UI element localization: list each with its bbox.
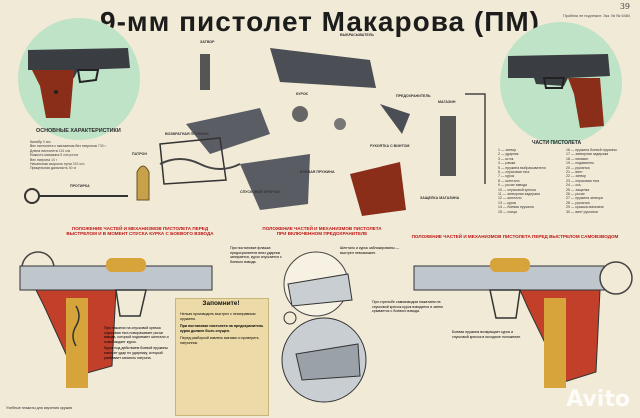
pistol-circle-right [500, 22, 622, 144]
note-paragraph: Боевая пружина возвращает курок и спуско… [452, 330, 522, 339]
specs-row: Начальная скорость пули 315 м/с [30, 162, 85, 167]
parts-list-a: 1 — затвор 2 — ударник 3 — шток 4 — рамк… [498, 148, 560, 214]
list-item: 18 — магазин [566, 156, 589, 161]
label-safety: Предохранитель [396, 94, 431, 98]
list-item: 22 — затвор [566, 174, 587, 179]
label-lever-spring: Боевая пружина [300, 170, 335, 174]
specs-heading: Основные характеристики [36, 128, 121, 134]
warning-box [175, 298, 269, 416]
list-item: 15 — спица [498, 209, 517, 214]
list-item: 17 — затворная задержка [566, 152, 609, 157]
section-left-title: Положение частей и механизмов пистолета … [66, 226, 214, 237]
list-item: 4 — рамка [498, 161, 516, 166]
list-item: 10 — спусковой крючок [498, 187, 536, 192]
poster-title: 9-мм пистолет Макарова (ПМ) [100, 6, 540, 37]
list-item: 1 — затвор [498, 148, 517, 152]
avito-watermark: Avito [566, 387, 630, 412]
list-item: 30 — винт рукоятки [566, 209, 598, 214]
list-item: 29 — крышка магазина [566, 205, 604, 210]
label-slide: Затвор [200, 40, 215, 44]
label-grip: Рукоятка с винтом [370, 144, 410, 148]
middle-zoom-illustration [281, 251, 367, 403]
list-item: 7 — курок [498, 174, 515, 179]
cutaway-right-illustration [413, 258, 633, 388]
warning-title: Запомните! [202, 300, 240, 307]
section-right-title: Положение частей и механизмов пистолета … [411, 234, 619, 239]
list-item: 6 — спусковая тяга [498, 170, 530, 175]
label-hammer: Курок [296, 92, 308, 96]
list-item: 19 — подаватель [566, 161, 595, 166]
list-item: 26 — рычаг [566, 192, 585, 197]
list-item: 12 — шептало [498, 196, 522, 201]
label-trigger: Спусковой крючок [240, 190, 280, 194]
specs-row: Вес пистолета с магазином без патронов 7… [30, 144, 106, 149]
list-item: 14 — боевая пружина [498, 205, 534, 210]
list-item: 20 — рукоятка [566, 165, 590, 170]
warning-text: Нельзя производить выстрел с неисправным… [180, 312, 264, 346]
list-item: 3 — шток [498, 156, 514, 161]
list-item: 2 — ударник [498, 152, 519, 157]
cleaning-rod-icon [24, 188, 128, 204]
notes-right: При стрельбе самовзводом нажатием на спу… [372, 300, 446, 314]
label-rod: Протирка [70, 184, 90, 188]
exploded-parts-illustration [159, 48, 486, 216]
warning-paragraph: Перед разборкой извлечь магазин и провер… [180, 336, 259, 345]
list-item: 16 — пружина боевой пружины [566, 148, 618, 152]
corner-note: 39 [619, 2, 630, 11]
list-item: 11 — затворная задержка [498, 192, 540, 197]
list-item: 5 — пружина выбрасывателя [498, 165, 546, 170]
label-frame-spring: Возвратная пружина [165, 132, 209, 136]
specs-row: Прицельная дальность 50 м [30, 166, 77, 171]
parts-heading: Части пистолета [532, 140, 582, 146]
list-item: 27 — пружина затвора [566, 196, 603, 201]
warning-paragraph: Нельзя производить выстрел с неисправным… [180, 312, 256, 321]
section-middle-title: Положение частей и механизмов пистолета … [262, 226, 382, 237]
list-item: 13 — курок [498, 200, 517, 205]
list-item: 23 — спусковая тяга [566, 178, 600, 183]
note-paragraph: При постановке флажка предохранителя вни… [230, 246, 282, 264]
note-paragraph: Шептало и курок заблокированы — выстрел … [340, 246, 400, 255]
list-item: 8 — шептало [498, 178, 520, 183]
top-right-note: Пробник не подлежит. Экз. № № 6484 [563, 14, 630, 18]
list-item: 28 — рукоятка [566, 200, 590, 205]
notes-left: При нажатии на спусковой крючок спускова… [104, 326, 172, 360]
specs-row: Калибр 9 мм [30, 140, 51, 144]
pistol-right-illustration [508, 54, 610, 128]
pistol-circle-left [18, 18, 140, 140]
note-paragraph: При нажатии на спусковой крючок спускова… [104, 326, 169, 344]
label-magazine: Магазин [438, 100, 456, 104]
specs-row: Длина пистолета 161 мм [30, 148, 71, 153]
parts-list-b: 16 — пружина боевой пружины 17 — затворн… [566, 148, 636, 214]
cartridge-icon [136, 165, 150, 201]
list-item: 21 — винт [566, 170, 583, 175]
note-paragraph: При стрельбе самовзводом нажатием на спу… [372, 300, 443, 314]
label-catch: Защелка магазина [420, 196, 460, 200]
cutaway-left-illustration [19, 251, 213, 388]
specs-row: Емкость магазина 8 патронов [30, 153, 79, 158]
label-barrel: Выбрасыватель [340, 33, 374, 37]
list-item: 9 — рычаг взвода [498, 183, 527, 188]
footer-left: Учебные плакаты для изучения оружия [6, 406, 73, 410]
label-cartridge: Патрон [132, 152, 147, 156]
notes-middle: При постановке флажка предохранителя вни… [230, 246, 286, 264]
specs-row: Вес патрона 10 г [30, 157, 58, 162]
pistol-left-illustration [28, 48, 130, 118]
warning-paragraph: При постановке пистолета на предохраните… [180, 324, 264, 333]
notes-middle-right: Шептало и курок заблокированы — выстрел … [340, 246, 402, 255]
specs-table: Калибр 9 мм Вес пистолета с магазином бе… [30, 140, 122, 171]
notes-right-2: Боевая пружина возвращает курок и спуско… [452, 330, 526, 339]
note-paragraph: Курок под действием боевой пружины нанос… [104, 346, 168, 360]
list-item: 25 — защелка [566, 187, 590, 192]
list-item: 24 — ось [566, 183, 581, 188]
